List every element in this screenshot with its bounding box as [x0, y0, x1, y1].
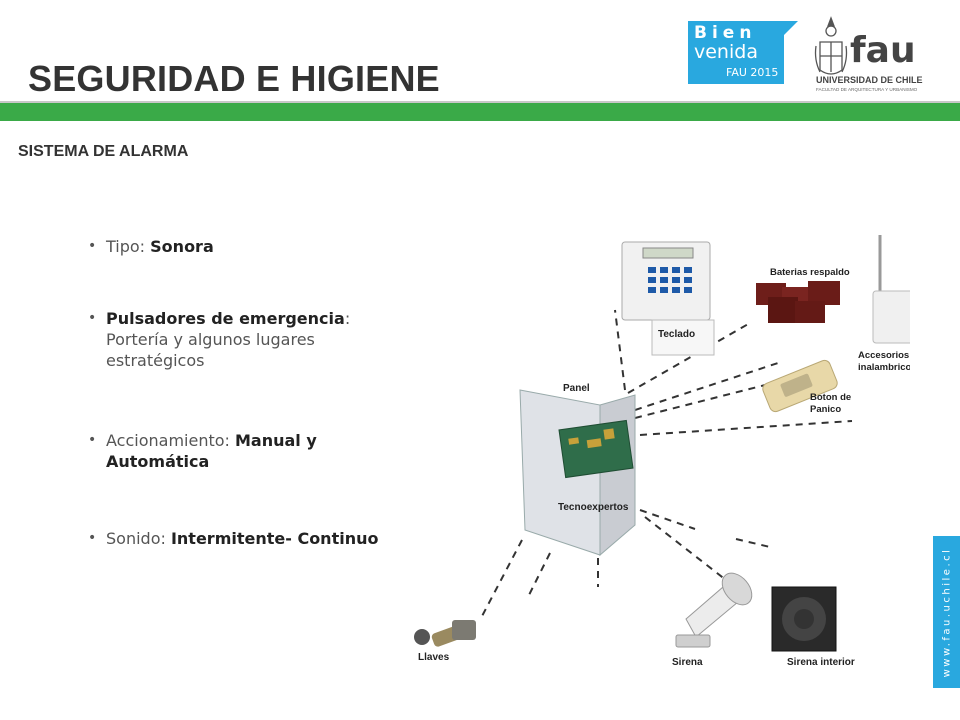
label-indoor-siren: Sirena interior [787, 657, 855, 668]
label-keypad: Teclado [658, 329, 695, 340]
bienvenida-line3: FAU 2015 [726, 66, 778, 79]
bullet-type-value: Sonora [150, 237, 214, 256]
label-panic-line1: Boton de [810, 392, 851, 403]
bullet-type: Tipo: Sonora [88, 236, 214, 257]
label-siren: Sirena [672, 657, 703, 668]
bullet-activation-label: Accionamiento: [106, 431, 235, 450]
label-panic-line2: Panico [810, 404, 841, 415]
label-batteries: Baterias respaldo [770, 267, 850, 278]
university-seal-icon [814, 16, 848, 75]
bullet-sound-label: Sonido: [106, 529, 171, 548]
label-wireless-line2: inalambricos [858, 362, 910, 373]
bullet-sound: Sonido: Intermitente- Continuo [88, 528, 378, 549]
side-url-link[interactable]: www.fau.uchile.cl [941, 547, 952, 677]
label-wireless-line1: Accesorios [858, 350, 909, 361]
fau-logo: fau UNIVERSIDAD DE CHILE FACULTAD DE ARQ… [814, 16, 923, 92]
fau-wordmark: fau [850, 30, 916, 71]
keypad-icon [621, 241, 715, 356]
label-keys: Llaves [418, 652, 450, 663]
university-name: UNIVERSIDAD DE CHILE [816, 75, 923, 85]
bullet-type-label: Tipo: [106, 237, 151, 256]
label-panel: Panel [563, 383, 590, 394]
title-green-bar [0, 103, 960, 121]
horn-siren-icon [675, 572, 753, 648]
batteries-icon [756, 281, 840, 323]
bienvenida-line1: Bien [694, 23, 756, 43]
alarm-system-diagram: Teclado Baterias respaldo Accesorios ina… [414, 235, 910, 668]
panic-button-icon [762, 359, 838, 413]
control-panel-icon [519, 389, 636, 557]
faculty-name: FACULTAD DE ARQUITECTURA Y URBANISMO [816, 87, 918, 92]
label-panel-brand: Tecnoexpertos [558, 502, 629, 513]
keys-icon [414, 620, 476, 647]
side-url-bar [933, 536, 960, 688]
bullet-sound-value: Intermitente- Continuo [170, 529, 379, 548]
bienvenida-logo: Bien venida FAU 2015 [688, 21, 798, 84]
bullet-emergency-buttons: Pulsadores de emergencia: Portería y alg… [88, 308, 398, 371]
bullet-activation: Accionamiento: Manual y Automática [88, 430, 398, 472]
slide-subtitle: SISTEMA DE ALARMA [18, 143, 189, 160]
bullet-activation-value: Manual y Automática [106, 431, 317, 471]
wireless-sensor-icon [872, 235, 910, 344]
indoor-siren-icon [771, 586, 837, 652]
bullet-emergency-label: Pulsadores de emergencia [106, 309, 345, 328]
title-underline-shadow [0, 101, 960, 103]
bienvenida-line2: venida [694, 41, 758, 63]
side-url-container: www.fau.uchile.cl [933, 536, 960, 688]
slide-title: SEGURIDAD E HIGIENE [28, 58, 440, 99]
bullet-emergency-value: : Portería y algunos lugares estratégico… [106, 309, 351, 370]
